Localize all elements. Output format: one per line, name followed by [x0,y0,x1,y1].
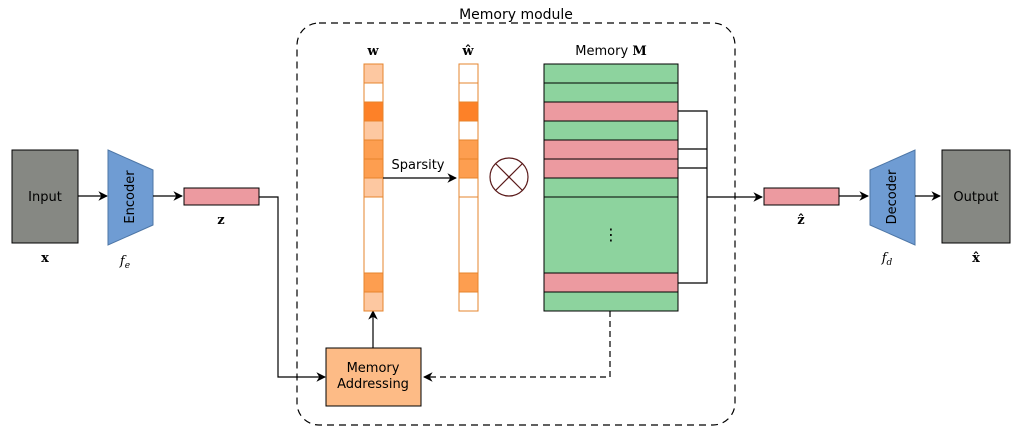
w-hat-label: ŵ [461,44,474,59]
memory-row [543,101,679,122]
memory-module-boundary [296,22,736,426]
encoder-label: Encoder [123,170,138,224]
memory-row [543,82,679,103]
memory-row [543,177,679,198]
multiply-icon [489,157,529,197]
memory-row-connectors [678,110,708,284]
w-hat-cell [458,82,479,103]
memory-row [543,272,679,293]
w-cell [363,196,384,274]
encoder-function: fe [119,254,130,271]
w-hat-cell [458,101,479,122]
decoder-function: fd [881,251,893,268]
output-variable: x̂ [972,251,980,266]
w-hat-cell [458,63,479,84]
w-hat-cell [458,158,479,179]
memory-row [543,158,679,179]
w-vector [363,63,384,312]
decoder-trapezoid [869,149,916,246]
input-label: Input [28,190,62,205]
memory-row [543,63,679,84]
memory-addressing-label-1: Memory [347,361,400,376]
latent-zhat-label: ẑ [797,213,804,228]
input-variable: x [41,251,49,266]
output-label: Output [953,190,998,205]
memory-title: Memory M [575,44,646,59]
w-label: w [366,44,379,59]
memory-ellipsis: ⋮ [603,225,619,244]
w-hat-cell [458,177,479,198]
memory-row [543,120,679,141]
latent-zhat-box [763,187,840,206]
w-hat-cell [458,196,479,274]
input-box [11,149,79,244]
w-cell [363,177,384,198]
memory-row [543,196,679,274]
latent-z-box [183,187,260,206]
output-box [941,149,1011,244]
memory-matrix [543,63,679,312]
w-hat-cell [458,291,479,312]
encoder-trapezoid [107,149,154,246]
w-hat-vector [458,63,479,312]
memory-row [543,291,679,312]
w-cell [363,139,384,160]
arrow-z-addressing [259,196,326,382]
w-cell [363,158,384,179]
w-cell [363,101,384,122]
w-cell [363,291,384,312]
w-cell [363,272,384,293]
memory-addressing-label-2: Addressing [337,377,409,392]
w-hat-cell [458,120,479,141]
w-cell [363,63,384,84]
latent-z-label: z [217,213,224,228]
w-cell [363,82,384,103]
w-hat-cell [458,139,479,160]
w-hat-cell [458,272,479,293]
decoder-label: Decoder [885,169,900,224]
arrow-memory-addressing [423,311,611,382]
memory-row [543,139,679,160]
w-cell [363,120,384,141]
sparsity-label: Sparsity [392,158,445,173]
memory-module-title: Memory module [459,7,573,23]
